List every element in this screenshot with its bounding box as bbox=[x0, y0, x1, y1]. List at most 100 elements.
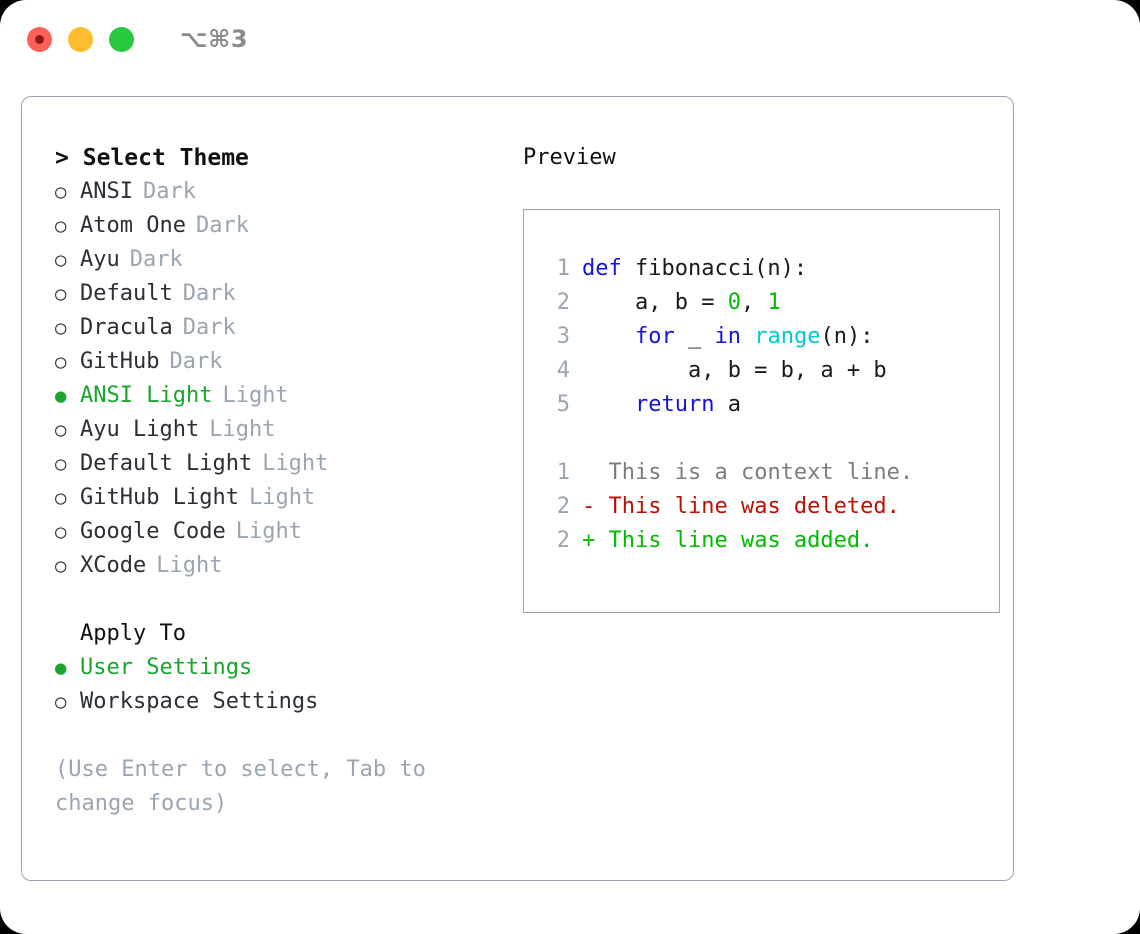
code-token bbox=[582, 324, 635, 349]
theme-option-label: Dracula bbox=[80, 315, 173, 340]
radio-unselected-icon: ○ bbox=[55, 453, 67, 475]
theme-option-label: Ayu Light bbox=[80, 417, 200, 442]
code-token: 0 bbox=[727, 290, 741, 315]
diff-line-number: 2 bbox=[556, 528, 570, 553]
theme-option-variant: Light bbox=[235, 519, 302, 544]
apply-to-option-user-settings[interactable]: ● User Settings bbox=[55, 651, 500, 685]
diff-marker bbox=[582, 456, 609, 490]
code-token: (n): bbox=[820, 324, 874, 349]
diff-line-number: 2 bbox=[556, 494, 570, 519]
code-line: 5 return a bbox=[542, 388, 999, 422]
code-token: a, b = b, a + b bbox=[582, 358, 887, 383]
theme-option-label: Ayu bbox=[80, 247, 120, 272]
theme-option-variant: Light bbox=[222, 383, 289, 408]
theme-option-xcode[interactable]: ○ XCode Light bbox=[55, 549, 500, 583]
radio-unselected-icon: ○ bbox=[55, 215, 67, 237]
select-theme-heading: > Select Theme bbox=[55, 141, 500, 175]
diff-line-text: This is a context line. bbox=[608, 460, 914, 485]
code-token: return bbox=[634, 392, 715, 417]
diff-line: 2 + This line was added. bbox=[542, 524, 999, 558]
theme-option-label: Atom One bbox=[80, 213, 186, 238]
spacer bbox=[55, 583, 500, 617]
code-line: 3 for _ in range(n): bbox=[542, 320, 999, 354]
diff-sample: 1 This is a context line.2- This line wa… bbox=[542, 456, 999, 558]
code-line-content: a, b = 0, 1 bbox=[582, 286, 781, 320]
theme-option-variant: Dark bbox=[142, 179, 196, 204]
theme-option-label: XCode bbox=[80, 553, 147, 578]
code-line: 2 a, b = 0, 1 bbox=[542, 286, 999, 320]
keyboard-hint-text: (Use Enter to select, Tab to change focu… bbox=[55, 757, 426, 816]
radio-unselected-icon: ○ bbox=[55, 691, 67, 713]
theme-option-ansi[interactable]: ○ ANSI Dark bbox=[55, 175, 500, 209]
radio-unselected-icon: ○ bbox=[55, 249, 67, 271]
radio-unselected-icon: ○ bbox=[55, 317, 67, 339]
keyboard-shortcut-label: ⌥⌘3 bbox=[180, 25, 249, 53]
caret-icon: > bbox=[55, 145, 69, 171]
radio-unselected-icon: ○ bbox=[55, 521, 67, 543]
theme-option-google-code[interactable]: ○ Google Code Light bbox=[55, 515, 500, 549]
theme-option-atom-one[interactable]: ○ Atom One Dark bbox=[55, 209, 500, 243]
diff-line: 1 This is a context line. bbox=[542, 456, 999, 490]
radio-unselected-icon: ○ bbox=[55, 419, 67, 441]
code-line-content: a, b = b, a + b bbox=[582, 354, 887, 388]
theme-option-variant: Dark bbox=[195, 213, 249, 238]
code-line: 4 a, b = b, a + b bbox=[542, 354, 999, 388]
diff-line: 2- This line was deleted. bbox=[542, 490, 999, 524]
code-token: in bbox=[714, 324, 741, 349]
diff-marker: - bbox=[582, 494, 609, 519]
theme-option-dracula[interactable]: ○ Dracula Dark bbox=[55, 311, 500, 345]
window-titlebar: ⌥⌘3 bbox=[0, 0, 1140, 78]
theme-option-ayu[interactable]: ○ Ayu Dark bbox=[55, 243, 500, 277]
code-line-number: 5 bbox=[556, 392, 570, 417]
code-token: for bbox=[634, 324, 675, 349]
diff-line-number: 1 bbox=[556, 460, 570, 485]
code-line-number: 1 bbox=[556, 256, 570, 281]
preview-title: Preview bbox=[523, 145, 616, 170]
apply-to-option-workspace-settings[interactable]: ○ Workspace Settings bbox=[55, 685, 500, 719]
theme-option-label: ANSI Light bbox=[80, 383, 213, 408]
code-line-content: for _ in range(n): bbox=[582, 320, 873, 354]
theme-option-variant: Dark bbox=[129, 247, 183, 272]
theme-option-variant: Dark bbox=[182, 315, 236, 340]
close-button[interactable] bbox=[27, 26, 52, 52]
maximize-button[interactable] bbox=[109, 26, 134, 52]
theme-option-label: GitHub bbox=[80, 349, 160, 374]
apply-to-heading: Apply To bbox=[80, 621, 186, 646]
code-token: _ bbox=[674, 324, 715, 349]
theme-option-label: GitHub Light bbox=[80, 485, 239, 510]
code-token bbox=[741, 324, 754, 349]
theme-option-label: Default Light bbox=[80, 451, 253, 476]
code-line-number: 3 bbox=[556, 324, 570, 349]
theme-option-variant: Dark bbox=[169, 349, 223, 374]
apply-to-option-label: Workspace Settings bbox=[80, 689, 319, 714]
apply-to-option-label: User Settings bbox=[80, 655, 253, 680]
code-token: a bbox=[714, 392, 741, 417]
theme-option-variant: Light bbox=[156, 553, 223, 578]
diff-line-text: This line was added. bbox=[608, 528, 874, 553]
theme-option-label: ANSI bbox=[80, 179, 133, 204]
code-token bbox=[582, 392, 635, 417]
theme-option-variant: Dark bbox=[182, 281, 236, 306]
code-token: range bbox=[754, 324, 821, 349]
radio-selected-icon: ● bbox=[55, 657, 67, 679]
minimize-button[interactable] bbox=[68, 26, 93, 52]
code-line-number: 4 bbox=[556, 358, 570, 383]
diff-marker: + bbox=[582, 528, 609, 553]
radio-unselected-icon: ○ bbox=[55, 555, 67, 577]
radio-unselected-icon: ○ bbox=[55, 181, 67, 203]
theme-option-label: Google Code bbox=[80, 519, 226, 544]
code-line-number: 2 bbox=[556, 290, 570, 315]
